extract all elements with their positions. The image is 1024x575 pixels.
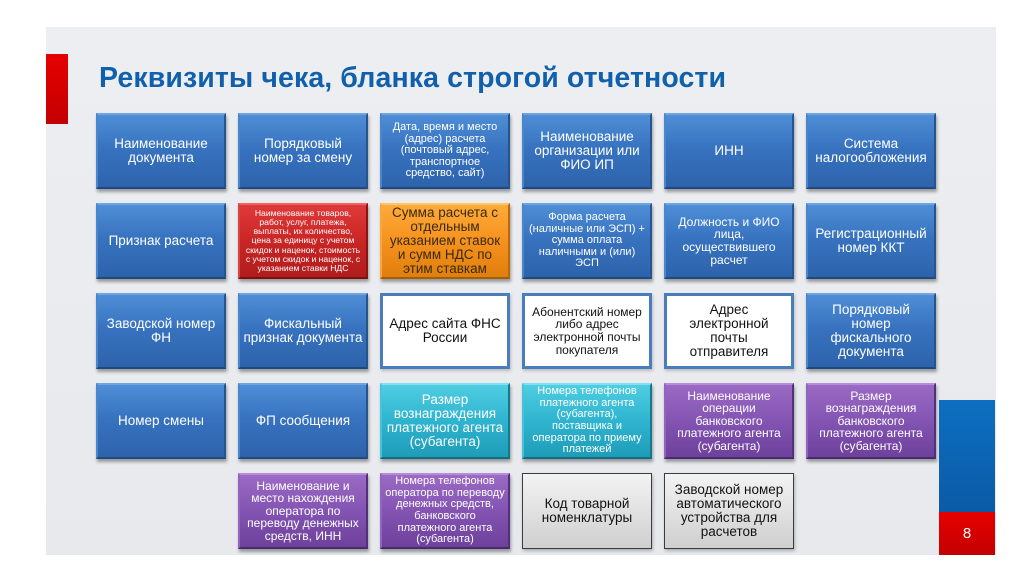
box-goods-description: Наименование товаров, работ, услуг, плат… [238, 203, 368, 279]
page-number-badge: 8 [939, 512, 995, 555]
box-transfer-operator-info: Наименование и место нахождения оператор… [238, 473, 368, 549]
box-bank-agent-fee: Размер вознаграждения банковского платеж… [806, 383, 936, 459]
box-fiscal-document-attribute: Фискальный признак документа [238, 293, 368, 369]
box-tax-system: Система налогообложения [806, 113, 936, 189]
box-fns-website: Адрес сайта ФНС России [380, 293, 510, 369]
page-title: Реквизиты чека, бланка строгой отчетност… [99, 62, 727, 94]
box-payment-form: Форма расчета (наличные или ЭСП) + сумма… [522, 203, 652, 279]
page-number: 8 [962, 525, 972, 542]
box-automatic-device-number: Заводской номер автоматического устройст… [664, 473, 794, 549]
box-kkt-registration-number: Регистрационный номер ККТ [806, 203, 936, 279]
box-payment-agent-phones: Номера телефонов платежного агента (суба… [522, 383, 652, 459]
box-shift-number: Номер смены [96, 383, 226, 459]
box-transfer-operator-phones: Номера телефонов оператора по переводу д… [380, 473, 510, 549]
box-document-name: Наименование документа [96, 113, 226, 189]
box-sender-email: Адрес электронной почты отправителя [664, 293, 794, 369]
box-date-time-place: Дата, время и место (адрес) расчета (поч… [380, 113, 510, 189]
box-payment-agent-fee: Размер вознаграждения платежного агента … [380, 383, 510, 459]
box-payment-attribute: Признак расчета [96, 203, 226, 279]
box-commodity-code: Код товарной номенклатуры [522, 473, 652, 549]
box-inn: ИНН [664, 113, 794, 189]
box-buyer-contact: Абонентский номер либо адрес электронной… [522, 293, 652, 369]
title-accent-bar [46, 54, 68, 124]
box-bank-agent-operation: Наименование операции банковского платеж… [664, 383, 794, 459]
box-payment-sum-vat: Сумма расчета с отдельным указанием став… [380, 203, 510, 279]
box-shift-sequence-number: Порядковый номер за смену [238, 113, 368, 189]
box-fiscal-document-number: Порядковый номер фискального документа [806, 293, 936, 369]
box-fp-message: ФП сообщения [238, 383, 368, 459]
box-cashier-position-name: Должность и ФИО лица, осуществившего рас… [664, 203, 794, 279]
box-organization-name: Наименование организации или ФИО ИП [522, 113, 652, 189]
side-accent-blue [939, 400, 995, 512]
box-fn-serial-number: Заводской номер ФН [96, 293, 226, 369]
slide-background [46, 27, 996, 555]
